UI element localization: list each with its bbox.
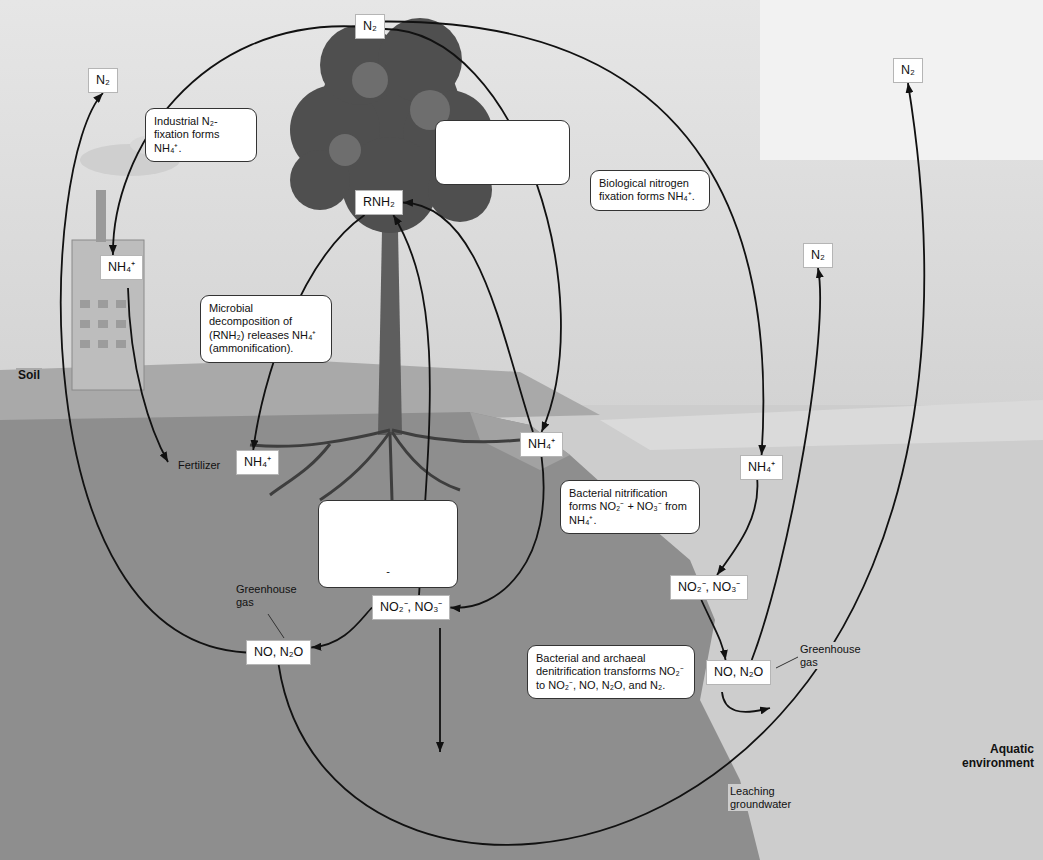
region-label: Leaching groundwater xyxy=(728,784,816,811)
region-label: Greenhouse gas xyxy=(234,582,304,609)
flow-arrow xyxy=(701,600,725,660)
node-text: N₂ xyxy=(901,63,915,78)
layout-arrows xyxy=(128,288,770,752)
region-label: Fertilizer xyxy=(176,458,222,473)
species-box: NO₂⁻, NO₃⁻ xyxy=(372,595,450,620)
node-text: NO₂⁻, NO₃⁻ xyxy=(678,580,740,595)
flow-arrow xyxy=(450,457,543,608)
node-text: Microbial decomposition of (RNH₂) releas… xyxy=(209,302,323,356)
node-text: NH₄⁺ xyxy=(748,460,775,475)
species-box: NO₂⁻, NO₃⁻ xyxy=(670,575,748,600)
flow-arrow xyxy=(61,93,246,653)
species-box: N₂ xyxy=(88,68,118,93)
process-box: Industrial N₂-fixation forms NH₄⁺. xyxy=(145,108,257,162)
soil xyxy=(0,412,760,860)
process-box: Bacterial nitrification forms NO₂⁻ + NO₃… xyxy=(560,480,700,534)
node-text: NO, N₂O xyxy=(714,665,763,680)
species-box: NO, N₂O xyxy=(246,640,311,665)
species-box: NH₄⁺ xyxy=(100,255,143,280)
flow-arrow xyxy=(385,29,561,432)
sky-patch xyxy=(760,0,1043,160)
flow-arrow xyxy=(717,480,757,575)
flow-arrow xyxy=(403,203,533,433)
species-box: NH₄⁺ xyxy=(520,432,563,457)
node-text: RNH₂ xyxy=(363,195,395,210)
node-text: N₂ xyxy=(96,73,110,88)
sky xyxy=(0,0,1043,430)
node-text: NO, N₂O xyxy=(254,645,303,660)
species-box: N₂ xyxy=(355,14,385,39)
node-text: Industrial N₂-fixation forms NH₄⁺. xyxy=(154,115,248,155)
factory xyxy=(72,133,210,390)
process-box: Microbial decomposition of (RNH₂) releas… xyxy=(200,295,332,363)
node-text: Bacterial nitrification forms NO₂⁻ + NO₃… xyxy=(569,487,691,527)
empty-box xyxy=(435,120,570,185)
species-box: NO, N₂O xyxy=(706,660,771,685)
process-box: Bacterial and archaeal denitrification t… xyxy=(527,645,695,699)
process-box: Biological nitrogen fixation forms NH₄⁺. xyxy=(590,170,710,211)
blank-box: - xyxy=(318,500,458,588)
node-text: NH₄⁺ xyxy=(244,455,271,470)
node-text: NO₂⁻, NO₃⁻ xyxy=(380,600,442,615)
region-label: Greenhouse gas xyxy=(798,642,868,669)
region-label: Soil xyxy=(16,368,42,384)
species-box: N₂ xyxy=(803,243,833,268)
node-text: N₂ xyxy=(363,19,377,34)
species-box: NH₄⁺ xyxy=(740,455,783,480)
node-text: Bacterial and archaeal denitrification t… xyxy=(536,652,686,692)
node-text: NH₄⁺ xyxy=(108,260,135,275)
node-text: - xyxy=(386,565,390,577)
flow-arrow xyxy=(385,21,764,455)
tree xyxy=(250,18,520,500)
node-text: NH₄⁺ xyxy=(528,437,555,452)
flow-arrow xyxy=(279,83,925,845)
flow-arrow xyxy=(113,26,355,255)
species-box: N₂ xyxy=(893,58,923,83)
node-text: N₂ xyxy=(811,248,825,263)
species-box: RNH₂ xyxy=(355,190,403,215)
species-box: NH₄⁺ xyxy=(236,450,279,475)
node-text: Biological nitrogen fixation forms NH₄⁺. xyxy=(599,177,701,204)
region-label: Aquatic environment xyxy=(928,742,1036,772)
water-far xyxy=(600,400,1043,450)
flow-arrow xyxy=(311,608,372,648)
